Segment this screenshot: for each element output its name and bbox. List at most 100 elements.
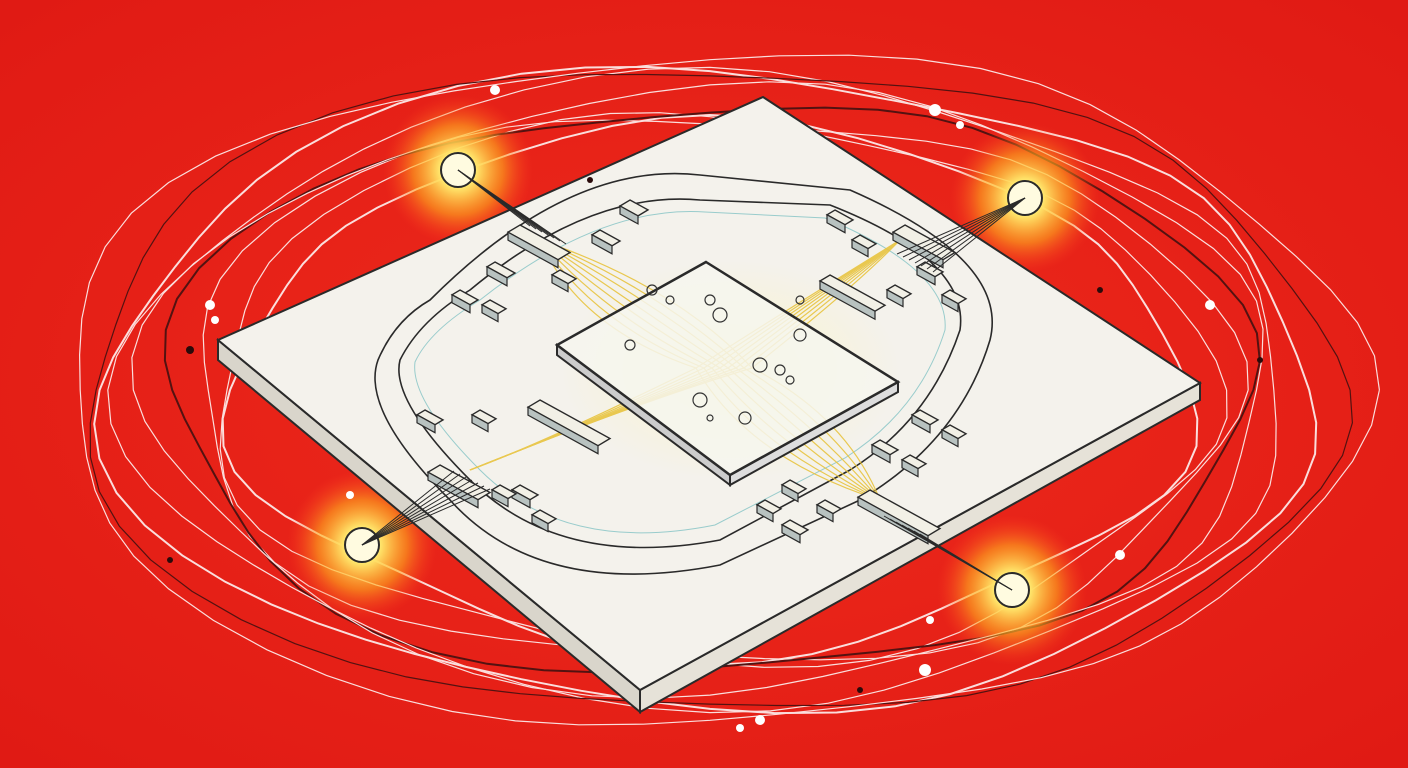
component-side xyxy=(451,293,471,314)
component-block xyxy=(755,499,783,523)
component-side xyxy=(816,503,834,523)
sparkle-dot xyxy=(919,664,931,676)
ink-dot xyxy=(857,687,863,693)
component-block xyxy=(415,409,445,434)
component-side xyxy=(416,413,436,434)
light-beam xyxy=(361,485,485,546)
component-block xyxy=(940,424,968,448)
component-block xyxy=(506,224,572,269)
light-beam xyxy=(902,197,1026,258)
component-block xyxy=(480,299,508,323)
bubble xyxy=(692,392,708,408)
component-side xyxy=(507,231,559,269)
component-side xyxy=(941,293,959,313)
component-block xyxy=(915,261,945,286)
bubble xyxy=(712,307,728,323)
bubble xyxy=(665,295,675,305)
light-beam xyxy=(457,169,567,245)
light-beam xyxy=(932,197,1026,273)
ink-dot xyxy=(1257,357,1263,363)
component-side xyxy=(427,471,479,509)
component-side xyxy=(486,265,508,287)
component-side xyxy=(619,204,639,225)
light-beam xyxy=(914,197,1026,264)
component-side xyxy=(591,233,613,255)
light-beam xyxy=(361,482,479,546)
component-block xyxy=(815,499,843,523)
sparkle-dots xyxy=(167,85,1263,732)
component-block xyxy=(870,439,900,464)
wire xyxy=(78,54,1380,726)
chip-bubbles xyxy=(624,284,807,425)
component-side xyxy=(491,488,509,508)
component-block xyxy=(590,229,622,255)
sparkle-dot xyxy=(205,300,215,310)
component-side xyxy=(781,523,801,544)
sparkle-dot xyxy=(956,121,964,129)
component-side xyxy=(531,513,549,533)
component-block xyxy=(885,284,913,308)
loop-trace xyxy=(398,198,962,549)
light-beam xyxy=(919,533,1013,591)
component-block xyxy=(780,479,808,503)
light-beam xyxy=(920,197,1026,267)
component-side xyxy=(819,279,876,321)
wire xyxy=(89,73,1354,707)
sparkle-dot xyxy=(1115,550,1125,560)
bubble xyxy=(704,294,716,306)
component-side xyxy=(886,288,904,308)
light-beam xyxy=(908,197,1026,261)
light-beam xyxy=(361,479,473,546)
bubble xyxy=(624,339,636,351)
component-side xyxy=(527,406,599,455)
component-block xyxy=(490,484,518,508)
light-nodes xyxy=(344,152,1043,608)
light-beam xyxy=(926,197,1026,270)
component-block xyxy=(550,269,578,293)
component-block xyxy=(910,409,940,434)
bubble xyxy=(795,295,805,305)
component-side xyxy=(851,238,869,258)
light-beam xyxy=(361,488,491,546)
sparkle-dot xyxy=(1205,300,1215,310)
component-block xyxy=(780,519,810,544)
ink-dot xyxy=(1097,287,1103,293)
component-side xyxy=(911,413,931,434)
loop-trace xyxy=(374,172,993,575)
sparkle-dot xyxy=(490,85,500,95)
bubble xyxy=(785,375,795,385)
sparkle-dot xyxy=(755,715,765,725)
bubble xyxy=(793,328,807,342)
component-side xyxy=(551,273,569,293)
component-block xyxy=(450,289,480,314)
light-beam xyxy=(361,473,461,546)
light-beam xyxy=(361,476,467,546)
component-side xyxy=(941,428,959,448)
ink-dot xyxy=(186,346,194,354)
loop-traces xyxy=(374,172,993,575)
sparkle-dot xyxy=(736,724,744,732)
component-side xyxy=(481,303,499,323)
component-side xyxy=(901,458,919,478)
bubble xyxy=(774,364,786,376)
light-beam xyxy=(896,197,1026,255)
ink-dot xyxy=(587,177,593,183)
bubble xyxy=(738,411,752,425)
component-block xyxy=(485,261,517,287)
bubble xyxy=(752,357,768,373)
loop-trace xyxy=(414,211,946,534)
sparkle-dot xyxy=(926,616,934,624)
component-block xyxy=(850,234,878,258)
component-side xyxy=(871,443,891,464)
component-block xyxy=(900,454,928,478)
component-side xyxy=(916,265,936,286)
bubble xyxy=(646,284,658,296)
component-block xyxy=(818,274,887,321)
component-side xyxy=(756,503,774,523)
sparkle-dot xyxy=(346,491,354,499)
sparkle-dot xyxy=(211,316,219,324)
component-block xyxy=(470,409,498,433)
component-side xyxy=(826,213,846,234)
bubble xyxy=(706,414,714,422)
